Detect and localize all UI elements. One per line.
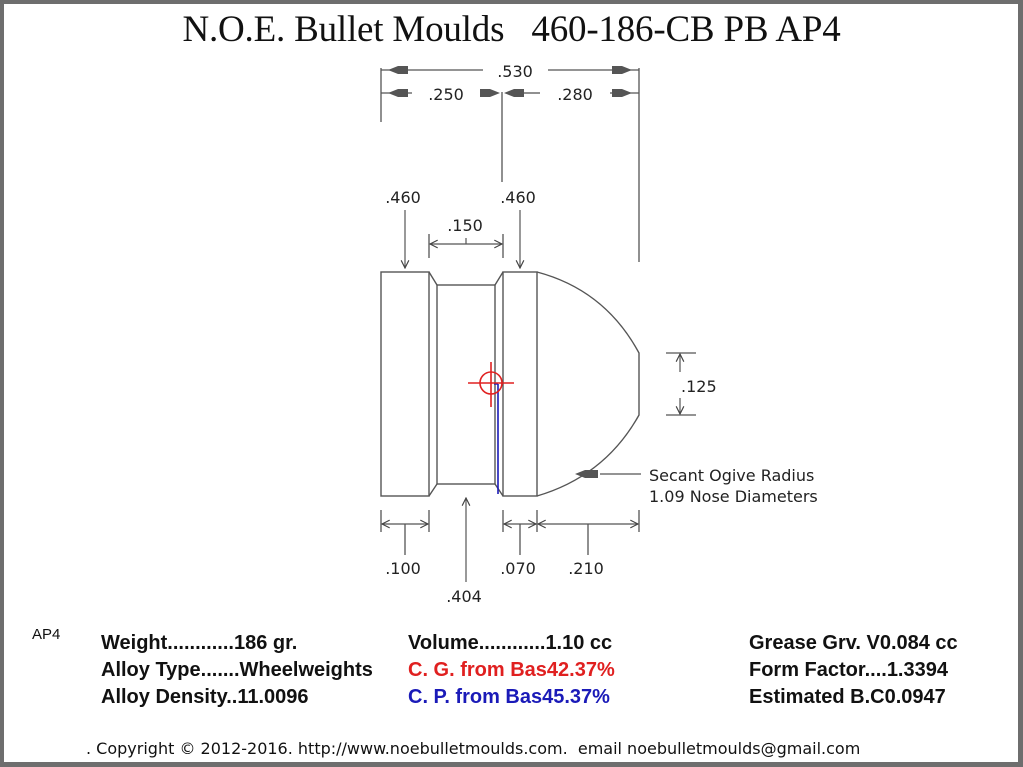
rear-driving-band xyxy=(380,271,430,497)
ogive-note-line1: Secant Ogive Radius xyxy=(649,466,814,485)
spec-alloy-type: Alloy Type.......Wheelweights xyxy=(101,659,373,681)
spec-center-of-gravity: C. G. from Bas42.37% xyxy=(408,659,615,681)
spec-center-of-pressure: C. P. from Bas45.37% xyxy=(408,686,610,708)
spec-alloy-density: Alloy Density..11.0096 xyxy=(101,686,309,708)
dim-body-length: .250 xyxy=(428,85,464,104)
body-nose-length-dimensions: .250 .280 xyxy=(381,85,639,104)
dim-groove-diameter: .404 xyxy=(446,587,482,606)
bullet-profile xyxy=(380,271,640,497)
dim-front-band-length: .070 xyxy=(500,559,536,578)
dim-groove-width: .150 xyxy=(447,216,483,235)
arrow-head-icon xyxy=(388,66,408,74)
front-driving-band xyxy=(502,271,538,497)
ogive-nose xyxy=(536,271,640,497)
bottom-length-dimensions xyxy=(380,498,640,582)
copyright-footer: . Copyright © 2012-2016. http://www.noeb… xyxy=(86,739,861,758)
groove-width-dimension: .150 xyxy=(428,216,504,258)
leader-arrow-icon xyxy=(575,470,598,478)
spec-ballistic-coefficient: Estimated B.C0.0947 xyxy=(749,686,946,708)
center-of-gravity-crosshair-icon xyxy=(468,362,514,407)
dim-ogive-length: .210 xyxy=(568,559,604,578)
center-of-pressure-marker xyxy=(494,383,499,494)
ogive-note-line2: 1.09 Nose Diameters xyxy=(649,487,818,506)
spec-grease-groove-volume: Grease Grv. V0.084 cc xyxy=(749,632,958,654)
dim-rear-band-length: .100 xyxy=(385,559,421,578)
spec-form-factor: Form Factor....1.3394 xyxy=(749,659,948,681)
top-extension-lines xyxy=(380,68,640,262)
arrow-head-icon xyxy=(612,66,632,74)
page-title: N.O.E. Bullet Moulds 460-186-CB PB AP4 xyxy=(182,9,841,50)
dim-nose-length: .280 xyxy=(557,85,593,104)
dim-meplat-diameter: .125 xyxy=(681,377,717,396)
ogive-note-callout: Secant Ogive Radius 1.09 Nose Diameters xyxy=(575,466,818,506)
spec-weight: Weight............186 gr. xyxy=(101,632,298,654)
meplat-diameter-dimension: .125 xyxy=(666,352,717,416)
dim-front-band-diameter: .460 xyxy=(500,188,536,207)
band-diameter-callouts: .460 .460 xyxy=(385,188,536,268)
dim-overall-length: .530 xyxy=(497,62,533,81)
design-code: AP4 xyxy=(32,626,61,643)
overall-length-dimension: .530 xyxy=(381,62,639,81)
spec-volume: Volume............1.10 cc xyxy=(408,632,613,654)
grease-groove xyxy=(436,284,496,485)
dim-rear-band-diameter: .460 xyxy=(385,188,421,207)
